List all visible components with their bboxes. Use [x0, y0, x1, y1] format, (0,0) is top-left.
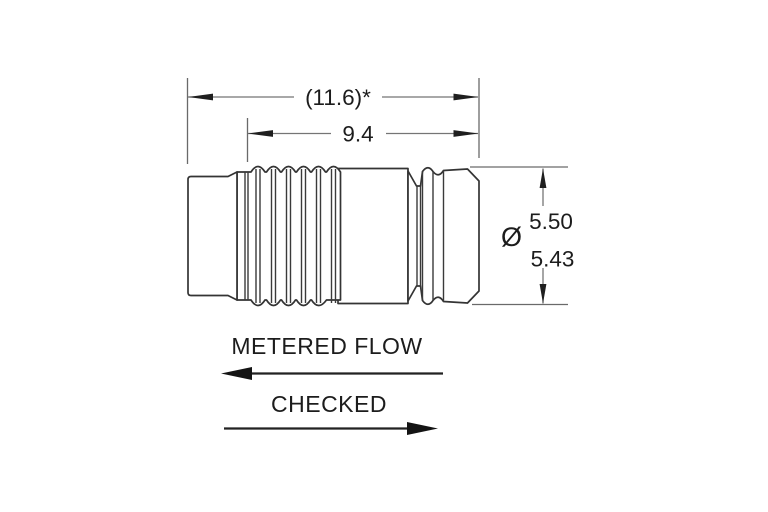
- checked-label: CHECKED: [271, 391, 387, 417]
- overall-length-label: (11.6)*: [305, 85, 371, 110]
- part-nose: [187, 171, 238, 301]
- grip-length-label: 9.4: [342, 122, 373, 147]
- dimension-diameter: Ø 5.50 5.43: [470, 166, 575, 306]
- arrowhead-up-icon: [539, 168, 547, 188]
- dimension-overall-length: (11.6)*: [186, 78, 480, 164]
- arrowhead-down-icon: [539, 284, 547, 304]
- diameter-symbol: Ø: [501, 222, 522, 252]
- dimension-grip-length: 9.4: [246, 118, 479, 162]
- left-arrow-icon: [221, 367, 252, 380]
- part-body: [337, 167, 409, 305]
- part-outline: [187, 165, 480, 307]
- diameter-min-label: 5.43: [531, 247, 575, 272]
- metered-flow-label: METERED FLOW: [231, 333, 422, 359]
- diameter-max-label: 5.50: [529, 209, 573, 234]
- arrowhead-left-icon: [248, 130, 273, 137]
- flow-annotation-metered: METERED FLOW: [221, 333, 443, 380]
- flow-annotation-checked: CHECKED: [224, 391, 438, 435]
- part-detail-lines: [244, 169, 445, 303]
- arrowhead-left-icon: [188, 93, 213, 101]
- arrowhead-right-icon: [453, 93, 479, 101]
- right-arrow-icon: [407, 422, 438, 435]
- arrowhead-right-icon: [453, 130, 479, 137]
- part-ribbed-grip: [236, 165, 342, 307]
